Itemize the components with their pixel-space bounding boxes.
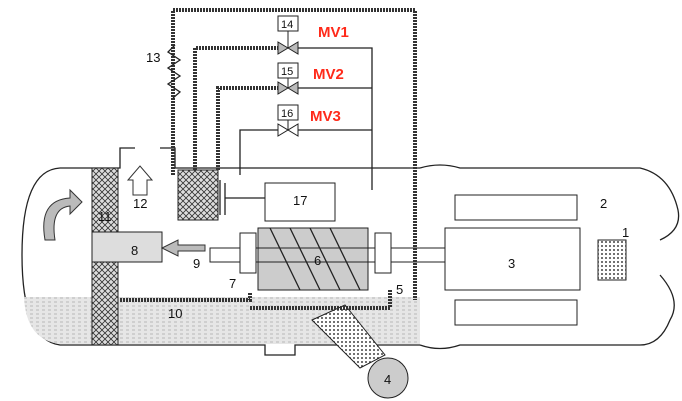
- label-15: 15: [281, 66, 293, 78]
- motor-stator-top: [454, 194, 578, 221]
- swirl-arrow-icon: [43, 188, 83, 241]
- valve-label-mv1: MV1: [318, 24, 349, 41]
- screw-rotor: [257, 227, 369, 291]
- label-1: 1: [622, 225, 629, 240]
- label-12: 12: [133, 196, 147, 211]
- label-11: 11: [98, 209, 112, 224]
- slide-valve-actuator: [264, 182, 336, 222]
- label-7: 7: [229, 276, 236, 291]
- label-17: 17: [293, 193, 307, 208]
- motor-stator-bottom: [454, 299, 578, 326]
- motor-housing: [419, 164, 680, 350]
- valve-label-mv2: MV2: [313, 66, 344, 83]
- label-6: 6: [314, 253, 321, 268]
- solenoid-valve-14[interactable]: [277, 15, 299, 55]
- label-2: 2: [600, 196, 607, 211]
- label-13: 13: [146, 50, 160, 65]
- valve-label-mv3: MV3: [310, 108, 341, 125]
- label-16: 16: [281, 108, 293, 120]
- solenoid-valve-16[interactable]: [277, 104, 299, 137]
- slide-valve-piston: [177, 169, 219, 221]
- oil-filter-cap: [367, 357, 409, 399]
- inflow-arrow-icon: [160, 239, 206, 257]
- label-5: 5: [396, 282, 403, 297]
- solenoid-valve-15[interactable]: [277, 62, 299, 95]
- bearing-left: [239, 232, 257, 274]
- motor-rotor: [444, 227, 581, 291]
- label-10: 10: [168, 306, 182, 321]
- discharge-pipe: [91, 231, 163, 263]
- label-3: 3: [508, 256, 515, 271]
- label-14: 14: [281, 19, 293, 31]
- cooler-coil: [166, 44, 182, 99]
- label-9: 9: [193, 256, 200, 271]
- label-8: 8: [131, 243, 138, 258]
- up-arrow-icon: [126, 165, 154, 196]
- label-4: 4: [384, 372, 391, 387]
- suction-filter: [597, 239, 627, 281]
- bearing-right: [374, 232, 392, 274]
